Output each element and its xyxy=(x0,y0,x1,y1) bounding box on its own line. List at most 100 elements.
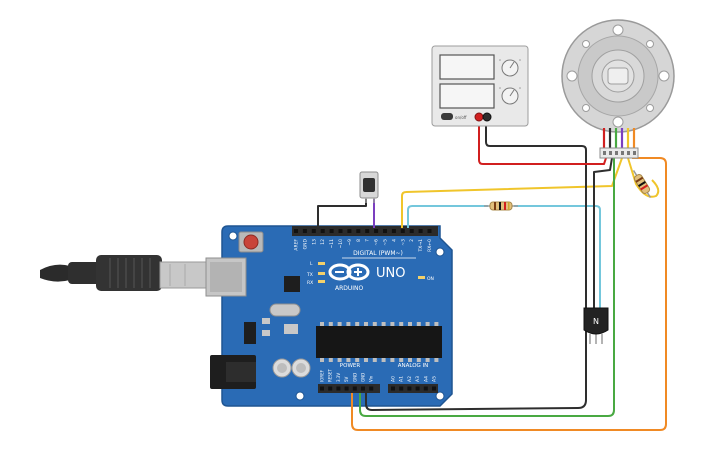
chip-pin xyxy=(434,322,439,326)
digital-pin-holes xyxy=(294,229,432,233)
digital-pin-hole[interactable] xyxy=(400,229,405,233)
digital-pin-hole[interactable] xyxy=(347,229,352,233)
resistor-pullup[interactable] xyxy=(630,168,654,199)
wire-yellow-pullup[interactable] xyxy=(627,157,660,198)
usb-cable[interactable] xyxy=(40,255,209,291)
power-pin-label: GND xyxy=(361,373,366,382)
digital-pin-label: ~6 xyxy=(374,239,380,246)
power-pin-hole[interactable] xyxy=(336,386,341,391)
digital-pin-hole[interactable] xyxy=(356,229,361,233)
digital-pin-hole[interactable] xyxy=(329,229,334,233)
terminal-negative[interactable] xyxy=(482,112,492,122)
digital-pin-hole[interactable] xyxy=(320,229,325,233)
push-button[interactable] xyxy=(359,171,379,203)
chip-pin xyxy=(416,358,421,362)
power-pin-hole[interactable] xyxy=(369,386,374,391)
crystal xyxy=(269,303,301,317)
digital-pin-label: TX→1 xyxy=(418,239,424,253)
digital-pin-hole[interactable] xyxy=(418,229,423,233)
mount-hole xyxy=(228,231,238,241)
digital-pin-hole[interactable] xyxy=(383,229,387,233)
analog-pin-hole[interactable] xyxy=(423,386,428,391)
power-pin-hole[interactable] xyxy=(344,386,349,391)
chip-pin xyxy=(416,322,421,326)
usb-cable-strain xyxy=(68,262,100,284)
chip-pin xyxy=(390,358,395,362)
mount-hole xyxy=(435,391,445,401)
chip-pin xyxy=(355,358,360,362)
digital-pin-hole[interactable] xyxy=(374,229,379,233)
motor-shaft xyxy=(607,67,629,85)
digital-pin-label: GND xyxy=(302,238,308,249)
chip-pin xyxy=(408,358,412,362)
analog-header[interactable] xyxy=(388,384,438,393)
chip-pin xyxy=(328,358,333,362)
power-pin-hole[interactable] xyxy=(361,386,365,391)
led-l-label: L xyxy=(310,261,313,267)
digital-pin-label: 12 xyxy=(320,239,326,245)
wire-orange[interactable] xyxy=(351,157,667,431)
wire-cyan-signal-b[interactable] xyxy=(514,205,601,308)
reset-button[interactable] xyxy=(243,234,259,250)
power-header[interactable] xyxy=(318,384,380,393)
chip-pin xyxy=(381,358,386,362)
chip-pin xyxy=(408,322,412,326)
mount-hole xyxy=(435,247,445,257)
analog-pin-holes xyxy=(391,386,436,391)
digital-header[interactable] xyxy=(292,226,438,236)
digital-pin-label: RX←0 xyxy=(427,239,433,252)
led-on xyxy=(418,276,425,279)
chip-pin xyxy=(372,322,377,326)
usb-cable-grip xyxy=(109,258,151,288)
wire-psu-positive[interactable] xyxy=(478,118,607,165)
power-pin-holes xyxy=(320,386,374,391)
digital-pin-hole[interactable] xyxy=(338,229,343,233)
analog-pin-hole[interactable] xyxy=(415,386,420,391)
analog-pin-label: A3 xyxy=(415,376,421,382)
wire-green-5v[interactable] xyxy=(359,158,615,417)
digital-pin-hole[interactable] xyxy=(365,229,370,233)
wire-cyan-signal[interactable] xyxy=(407,205,488,228)
analog-pin-label: A2 xyxy=(407,376,413,382)
power-pin-label: Vin xyxy=(369,375,374,382)
npn-transistor[interactable]: N xyxy=(583,307,609,344)
power-pin-hole[interactable] xyxy=(320,386,324,391)
wire-yellow-encoder[interactable] xyxy=(401,157,623,228)
digital-pin-hole[interactable] xyxy=(409,229,414,233)
terminal-positive[interactable] xyxy=(474,112,484,122)
analog-pin-hole[interactable] xyxy=(399,386,404,391)
transistor-label: N xyxy=(593,317,599,326)
digital-pin-hole[interactable] xyxy=(311,229,316,233)
analog-pin-hole[interactable] xyxy=(391,386,395,391)
digital-pin-hole[interactable] xyxy=(427,229,432,233)
dc-motor-encoder[interactable] xyxy=(561,19,675,159)
chip-pin xyxy=(399,358,404,362)
digital-pin-label: ~9 xyxy=(347,239,353,246)
chip-pin xyxy=(346,358,351,362)
resistor-base[interactable] xyxy=(484,201,518,211)
analog-pin-hole[interactable] xyxy=(407,386,412,391)
power-pin-hole[interactable] xyxy=(328,386,333,391)
power-switch[interactable] xyxy=(441,113,453,120)
wire-psu-negative[interactable] xyxy=(365,118,587,411)
analog-pin-hole[interactable] xyxy=(432,386,436,391)
power-supply[interactable]: on/off xyxy=(431,45,529,127)
power-pin-label: RESET xyxy=(328,369,333,382)
arduino-logo xyxy=(328,263,370,281)
power-pin-hole[interactable] xyxy=(352,386,357,391)
power-supply-display-current xyxy=(439,83,495,109)
power-pin-label: GND xyxy=(352,373,357,382)
usb-cable-plug-body xyxy=(96,255,162,291)
digital-pin-hole[interactable] xyxy=(294,229,298,233)
wires[interactable] xyxy=(317,118,667,431)
wire-button-gnd[interactable] xyxy=(317,199,367,228)
chip-pin xyxy=(355,322,360,326)
wire-transistor-motor[interactable] xyxy=(593,157,613,308)
digital-pin-hole[interactable] xyxy=(302,229,307,233)
digital-pin-hole[interactable] xyxy=(391,229,396,233)
